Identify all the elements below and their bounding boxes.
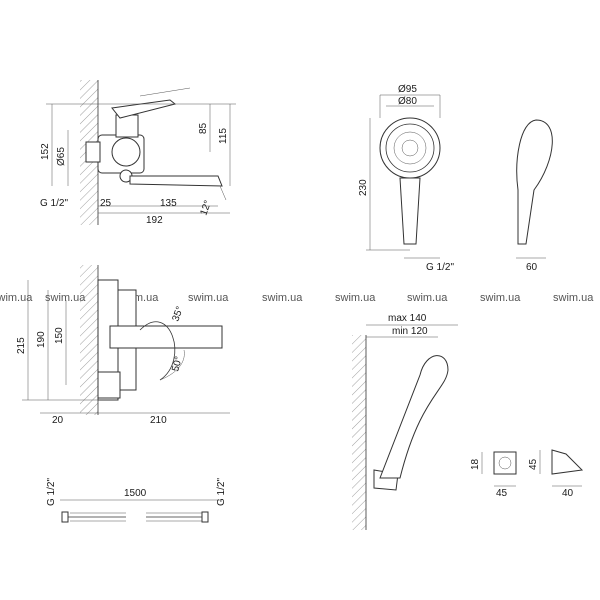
shower-head-side: 60 [516, 119, 553, 273]
watermark: swim.ua [188, 292, 229, 304]
lever [111, 99, 177, 119]
dim-45: 45 [528, 458, 539, 470]
watermark: swim.ua [480, 292, 521, 304]
bracket-side [551, 449, 584, 475]
dim-150: 150 [54, 327, 65, 344]
thread-label: G 1/2" [426, 262, 454, 273]
watermark: swim.ua [45, 292, 86, 304]
watermark: swim.ua [262, 292, 303, 304]
angle-50: 50° [170, 355, 185, 372]
dim-60: 60 [526, 262, 538, 273]
wall-hatch [80, 265, 98, 415]
holder-view: max 140 min 120 [352, 313, 458, 530]
max-distance: max 140 [388, 313, 427, 324]
watermark: swim.ua [407, 292, 448, 304]
wall-hatch [352, 335, 366, 530]
bracket-views: 18 45 45 40 [470, 449, 584, 499]
dim-190: 190 [36, 331, 47, 348]
watermark: swim.ua [553, 292, 594, 304]
spout [129, 175, 223, 187]
thread-right: G 1/2" [216, 478, 227, 506]
thread-left: G 1/2" [46, 478, 57, 506]
dim-40: 40 [562, 488, 574, 499]
dim-85: 85 [198, 122, 209, 134]
shower-handle [399, 177, 421, 245]
dim-192: 192 [146, 215, 163, 226]
hose-length: 1500 [124, 488, 147, 499]
dim-65: Ø65 [56, 147, 67, 166]
faucet-side-view: 215 190 150 35° 50° 20 210 [16, 265, 230, 426]
angle-12: 12° [198, 199, 214, 217]
dim-152: 152 [40, 143, 51, 160]
faucet-front-view: 152 Ø65 85 115 G 1/2" 25 135 192 12° [40, 80, 236, 226]
watermark: swim.ua [0, 292, 33, 304]
dim-95: Ø95 [398, 84, 417, 95]
dim-215: 215 [16, 337, 27, 354]
dim-115: 115 [218, 128, 229, 144]
dim-210: 210 [150, 415, 167, 426]
shower-head-front: Ø95 Ø80 230 G 1/2" [358, 84, 454, 273]
watermark: swim.ua [335, 292, 376, 304]
dim-18: 18 [470, 458, 481, 470]
hose-view: G 1/2" 1500 G 1/2" [46, 478, 227, 523]
shower-head-outer [379, 117, 441, 179]
spout-side [109, 325, 223, 349]
dim-80: Ø80 [398, 96, 417, 107]
hand-shower-angled [379, 355, 449, 479]
angle-35: 35° [170, 305, 186, 323]
bracket-front [493, 451, 517, 475]
thread-label: G 1/2" [40, 198, 68, 209]
dim-135: 135 [160, 198, 177, 209]
dim-230: 230 [358, 179, 369, 196]
dim-20: 20 [52, 415, 64, 426]
min-distance: min 120 [392, 326, 428, 337]
dim-45: 45 [496, 488, 508, 499]
dim-25: 25 [100, 198, 112, 209]
